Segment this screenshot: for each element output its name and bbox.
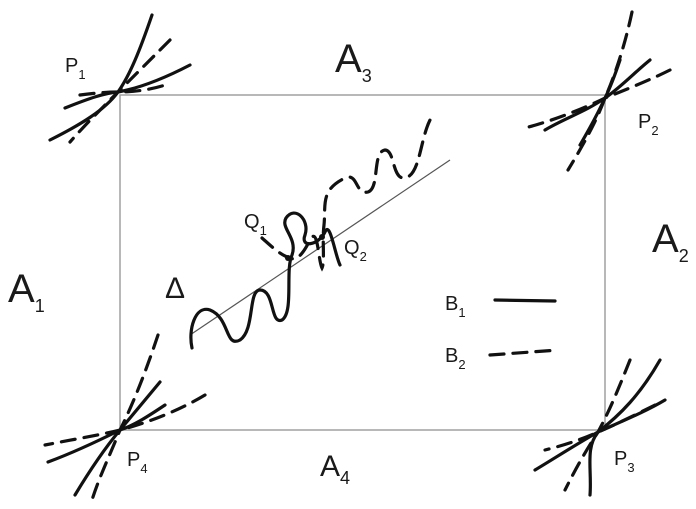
p4-dashed-curve-b <box>43 393 207 447</box>
label-p1: P1 <box>65 55 86 82</box>
q1-dot <box>285 255 291 261</box>
p3-dashed-curve-a <box>563 358 632 492</box>
label-q2: Q2 <box>344 237 367 264</box>
crossing-p3 <box>533 358 667 497</box>
diagonal-line <box>189 159 451 336</box>
label-p2: P2 <box>638 111 659 138</box>
legend-b1-swatch-solid <box>493 298 557 303</box>
legend-b1-label: B1 <box>445 293 466 320</box>
label-a3: A3 <box>335 37 372 86</box>
label-a2: A2 <box>652 217 689 266</box>
label-a1: A1 <box>8 267 45 316</box>
label-p4: P4 <box>127 449 148 476</box>
legend: B1 B2 <box>445 293 560 372</box>
label-p3: P3 <box>614 448 635 475</box>
p2-dashed-curve-a <box>566 10 634 172</box>
rectangle-frame <box>119 94 606 431</box>
wavy-dashed-curve <box>260 118 432 272</box>
crossing-p4 <box>43 333 207 502</box>
crossing-p2 <box>523 10 672 172</box>
label-q1: Q1 <box>244 211 267 238</box>
p1-dashed-curve-b <box>78 83 167 97</box>
p2-dashed-curve-b <box>523 68 672 130</box>
label-a4: A4 <box>320 450 350 488</box>
legend-b2-swatch-dashed <box>488 348 560 357</box>
p4-solid-curve-a <box>73 380 162 497</box>
crossing-p1 <box>48 13 192 144</box>
q2-dot <box>319 234 325 240</box>
p1-solid-curve-a <box>48 13 154 142</box>
label-delta: Δ <box>165 272 185 305</box>
p3-dashed-curve-b <box>543 403 657 452</box>
legend-b2-label: B2 <box>445 345 466 372</box>
